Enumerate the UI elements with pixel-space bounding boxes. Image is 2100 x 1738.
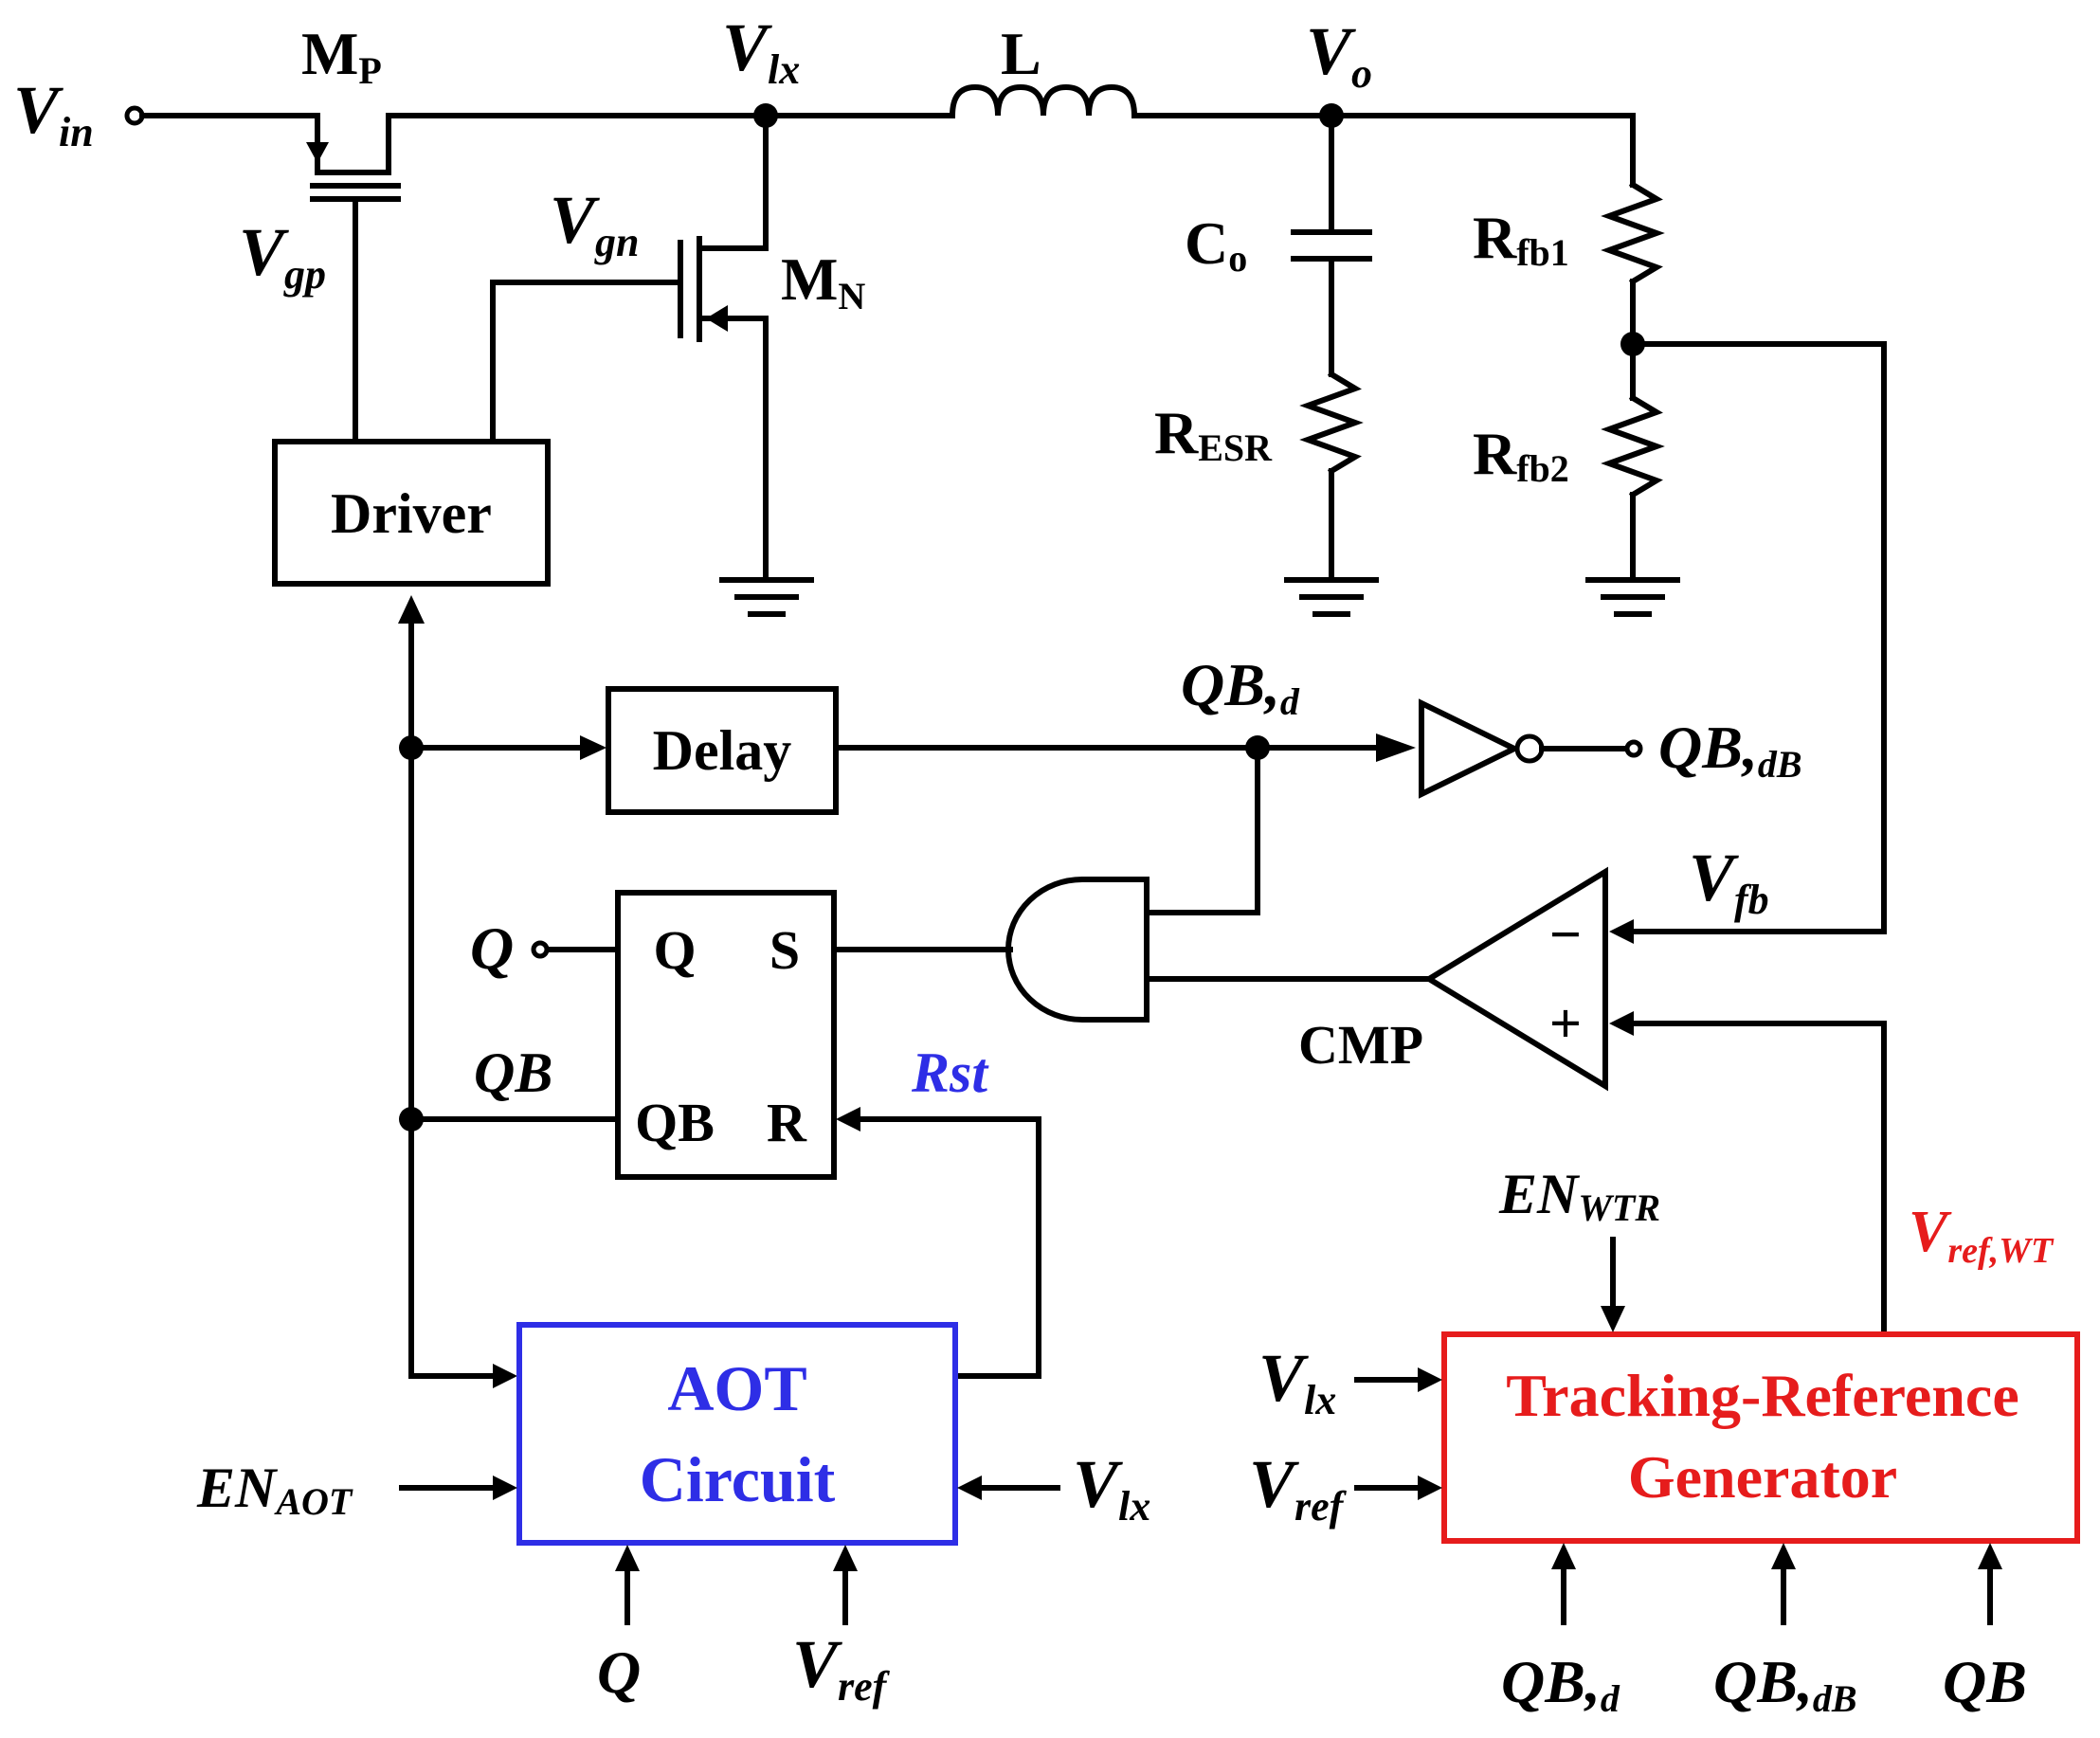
qbd-trg-arrow [1551,1543,1576,1569]
vlx-aot-arrow [957,1475,982,1500]
vref-trg-arrow [1418,1475,1442,1500]
inductor-label: L [1001,20,1041,87]
vref-wt-arrow [1609,1011,1634,1036]
cmp-label: CMP [1298,1014,1423,1076]
vin-label: Vin [13,72,94,155]
vref-aot-label: Vref [792,1626,891,1710]
qb-bottom-label: QB [1943,1648,2027,1715]
rfb1-label: Rfb1 [1473,204,1569,274]
aot-label-line1: AOT [667,1352,806,1424]
co-label: Co [1185,209,1247,280]
delay-label: Delay [653,719,792,782]
vlx-to-mn [697,113,769,268]
q-output-terminal [531,940,550,959]
sr-r-label: R [767,1092,807,1153]
rst-label: Rst [911,1041,989,1104]
vref-aot-arrow [833,1545,858,1571]
vfb-wire [1629,341,1887,934]
mn-label: MN [781,245,865,317]
delay-block: Delay [606,686,839,815]
en-aot-label: ENAOT [196,1457,353,1523]
sr-q-label: Q [653,919,696,981]
resr-resistor [1299,370,1364,476]
mn-nmos-transistor [678,236,769,583]
vgp-label: Vgp [239,214,326,298]
power-stage [124,83,1887,944]
rst-arrow [836,1107,860,1132]
q-aot-label: Q [597,1638,641,1706]
and-gate [1005,877,1150,1023]
qbdb-label: QB,dB [1658,714,1802,786]
vref-trg-label: Vref [1249,1446,1348,1530]
qbdb-bottom-label: QB,dB [1713,1648,1857,1720]
vo-label: Vo [1306,13,1372,97]
trg-label-line2: Generator [1628,1443,1897,1511]
driver-block: Driver [272,439,551,587]
driver-label: Driver [331,482,492,545]
rst-wire [856,1116,1041,1379]
qbd-to-and-wire [1144,745,1260,915]
inverter-input-arrow [1376,733,1416,762]
trg-label-line1: Tracking-Reference [1506,1362,2019,1429]
q-aot-arrow [615,1545,640,1571]
inductor-l [949,83,1138,119]
vlx-top-label: Vlx [722,9,800,93]
sr-latch: Q S QB R [615,890,837,1180]
vin-wire [139,113,320,153]
vgn-wire [490,280,683,441]
sr-qb-label: QB [635,1092,715,1153]
qbd-bottom-label: QB,d [1501,1648,1620,1720]
en-wtr-arrow [1601,1306,1625,1332]
rfb-ground [1585,577,1680,617]
vref-wt-label: Vref,WT [1909,1200,2055,1271]
vlx-aot-label: Vlx [1073,1446,1150,1530]
vfb-arrow [1609,919,1634,944]
mp-label: MP [301,20,382,92]
rfb2-label: Rfb2 [1473,420,1569,490]
qbd-label: QB,d [1181,651,1300,723]
qb-wire-label: QB [474,1041,552,1104]
vlx-trg-label: Vlx [1258,1340,1336,1423]
delay-input-arrow [580,735,606,760]
driver-input-arrow [398,595,425,624]
resr-label: RESR [1154,399,1273,469]
rfb2-resistor [1601,393,1665,499]
sr-s-label: S [769,919,800,981]
cmp-minus-sign: − [1549,903,1582,966]
q-output-label: Q [470,914,514,982]
qbdb-trg-arrow [1771,1543,1796,1569]
aot-circuit-block: AOT Circuit [516,1322,958,1546]
vlx-trg-arrow [1418,1367,1442,1392]
tracking-reference-generator-block: Tracking-Reference Generator [1441,1331,2080,1544]
aot-bus-arrow [493,1364,517,1388]
en-wtr-label: ENWTR [1498,1163,1660,1229]
esr-ground [1284,577,1379,617]
vref-wt-wire [1629,1021,1887,1337]
mn-ground [719,577,814,617]
qb-trg-arrow [1978,1543,2002,1569]
cmp-plus-sign: + [1549,992,1582,1055]
en-aot-arrow [493,1475,517,1500]
rfb1-resistor [1601,180,1665,286]
aot-label-line2: Circuit [640,1443,836,1515]
co-capacitor [1291,229,1372,262]
cmp-comparator: − + [1423,866,1608,1092]
vgn-label: Vgn [550,182,640,265]
qbdb-inverter [1419,698,1643,799]
vfb-label: Vfb [1689,840,1769,923]
